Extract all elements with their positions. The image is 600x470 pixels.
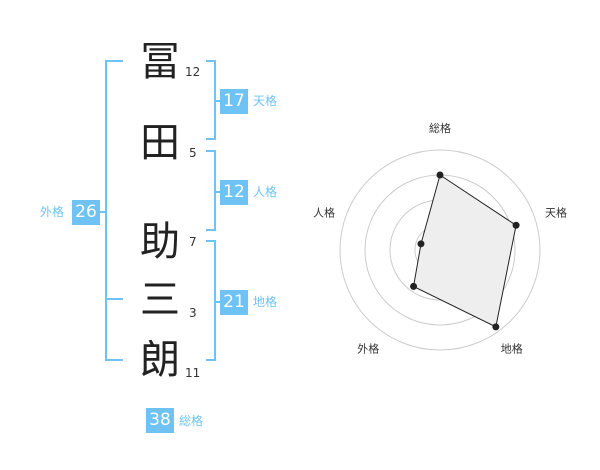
stroke-count-2: 5: [189, 146, 197, 160]
radar-axis-label-1: 総格: [429, 121, 451, 135]
stroke-count-5: 11: [185, 366, 201, 380]
jinkaku-badge: 12: [220, 180, 248, 205]
gaikaku-badge: 26: [72, 200, 100, 225]
radar-points: [410, 171, 520, 331]
stroke-count-1: 12: [185, 65, 201, 79]
tenkaku-tick: [214, 100, 220, 102]
gaikaku-label: 外格: [40, 205, 65, 219]
jinkaku-bracket: [206, 150, 216, 231]
radar-point-5: [417, 240, 425, 248]
soukaku-badge: 38: [146, 408, 174, 433]
name-char-2: 田: [140, 120, 180, 166]
gaikaku-bracket: [105, 60, 123, 361]
jinkaku-label: 人格: [253, 185, 278, 199]
radar-axis-label-5: 人格: [313, 205, 335, 219]
radar-point-2: [512, 221, 520, 229]
radar-value-area: [412, 174, 517, 328]
gaikaku-tick-inner: [105, 298, 123, 300]
tenkaku-label: 天格: [253, 94, 278, 108]
tenkaku-badge: 17: [220, 89, 248, 114]
jinkaku-tick: [214, 191, 220, 193]
stroke-count-4: 3: [189, 306, 197, 320]
chikaku-tick: [214, 301, 220, 303]
chikaku-badge: 21: [220, 290, 248, 315]
name-char-5: 朗: [140, 337, 180, 383]
stroke-count-3: 7: [189, 235, 197, 249]
gaikaku-tick: [98, 211, 107, 213]
chikaku-bracket: [206, 240, 216, 361]
name-char-4: 三: [140, 277, 180, 323]
radar-axis-label-3: 地格: [501, 342, 523, 356]
chikaku-label: 地格: [253, 295, 278, 309]
radar-point-4: [410, 282, 418, 290]
radar-axis-label-2: 天格: [545, 205, 567, 219]
radar-point-1: [436, 171, 444, 179]
radar-point-3: [492, 323, 500, 331]
soukaku-label: 総格: [179, 414, 204, 428]
name-char-3: 助: [140, 219, 180, 265]
radar-axis-label-4: 外格: [357, 342, 379, 356]
name-char-1: 冨: [140, 39, 180, 85]
radar-ring-4: [339, 149, 541, 351]
